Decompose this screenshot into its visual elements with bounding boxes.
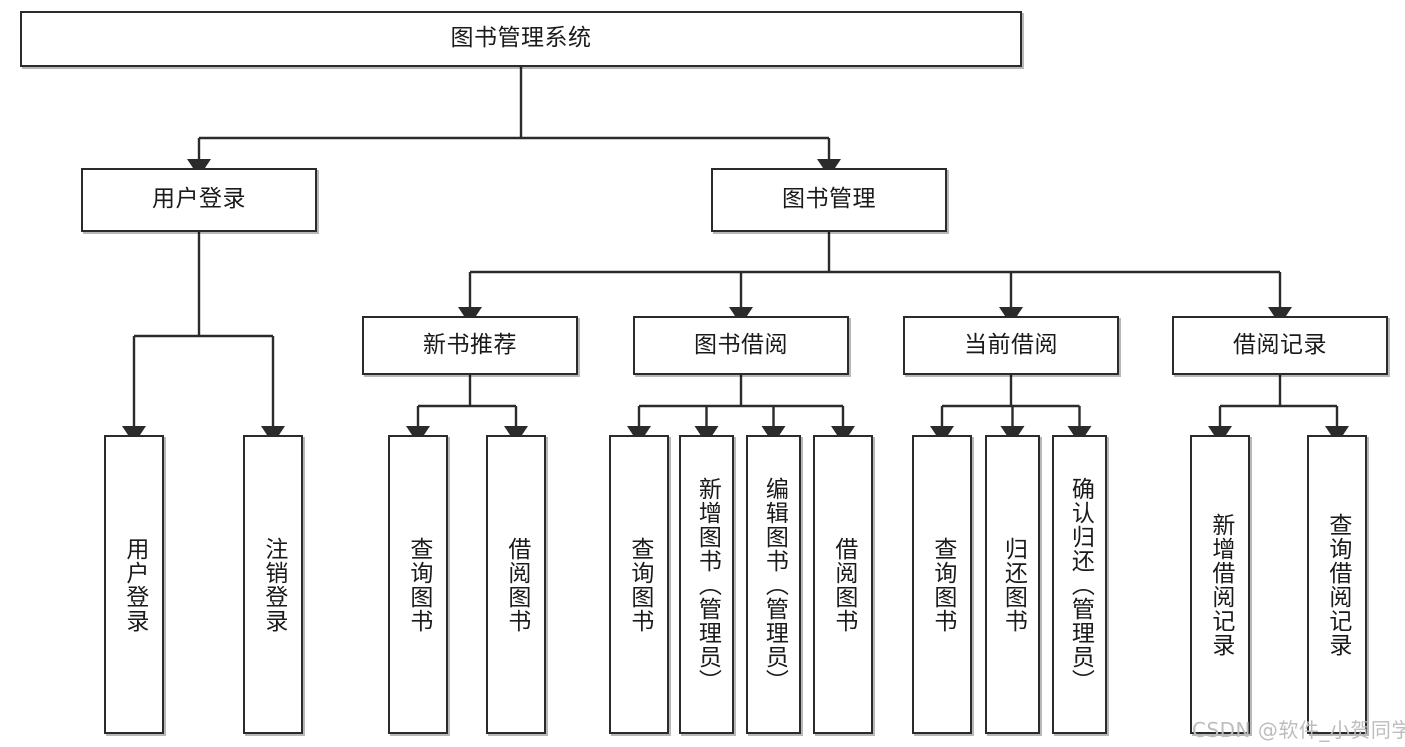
node-leaf-edit-book-admin[interactable]: 编辑图书（管理员） <box>746 435 801 734</box>
csdn-watermark: CSDN @软件_小贺同学 <box>1192 718 1405 742</box>
node-label-leaf-add-borrow-record: 新增借阅记录 <box>1207 512 1234 657</box>
node-label-leaf-user-login: 用户登录 <box>121 536 148 633</box>
node-leaf-logout[interactable]: 注销登录 <box>243 435 303 734</box>
node-label-leaf-add-book-admin: 新增图书（管理员） <box>694 476 721 693</box>
node-label-borrow-records: 借阅记录 <box>1233 331 1327 358</box>
node-label-leaf-logout: 注销登录 <box>260 536 287 633</box>
node-book-borrow[interactable]: 图书借阅 <box>633 316 849 375</box>
node-label-book-borrow: 图书借阅 <box>694 331 788 358</box>
node-leaf-add-book-admin[interactable]: 新增图书（管理员） <box>679 435 734 734</box>
node-root[interactable]: 图书管理系统 <box>20 11 1022 67</box>
node-label-leaf-borrow-book: 借阅图书 <box>830 536 857 633</box>
node-label-new-book-recommend: 新书推荐 <box>423 331 517 358</box>
node-leaf-borrow-book[interactable]: 借阅图书 <box>813 435 873 734</box>
node-current-borrow[interactable]: 当前借阅 <box>903 316 1119 375</box>
node-borrow-records[interactable]: 借阅记录 <box>1172 316 1388 375</box>
node-new-book-recommend[interactable]: 新书推荐 <box>362 316 578 375</box>
node-leaf-confirm-return-admin[interactable]: 确认归还（管理员） <box>1052 435 1107 734</box>
node-leaf-query-borrow-record[interactable]: 查询借阅记录 <box>1307 435 1367 734</box>
node-user-login[interactable]: 用户登录 <box>81 168 317 232</box>
node-label-leaf-confirm-return-admin: 确认归还（管理员） <box>1067 476 1094 693</box>
node-label-book-management: 图书管理 <box>782 186 876 213</box>
node-label-leaf-query-book-borrow: 查询图书 <box>626 536 653 633</box>
node-leaf-borrow-book-new[interactable]: 借阅图书 <box>486 435 546 734</box>
node-label-leaf-borrow-book-new: 借阅图书 <box>503 536 530 633</box>
node-label-leaf-query-book-new: 查询图书 <box>405 536 432 633</box>
node-leaf-query-book-borrow[interactable]: 查询图书 <box>609 435 669 734</box>
node-label-leaf-query-book-current: 查询图书 <box>929 536 956 633</box>
node-leaf-query-book-new[interactable]: 查询图书 <box>388 435 448 734</box>
node-leaf-user-login[interactable]: 用户登录 <box>104 435 164 734</box>
node-label-current-borrow: 当前借阅 <box>964 331 1058 358</box>
node-label-leaf-return-book: 归还图书 <box>1000 536 1027 633</box>
node-book-management[interactable]: 图书管理 <box>711 168 947 232</box>
node-leaf-add-borrow-record[interactable]: 新增借阅记录 <box>1190 435 1250 734</box>
node-label-leaf-edit-book-admin: 编辑图书（管理员） <box>761 476 788 693</box>
node-leaf-query-book-current[interactable]: 查询图书 <box>912 435 972 734</box>
node-leaf-return-book[interactable]: 归还图书 <box>985 435 1040 734</box>
node-label-user-login: 用户登录 <box>152 186 246 213</box>
node-label-leaf-query-borrow-record: 查询借阅记录 <box>1324 512 1351 657</box>
node-label-root: 图书管理系统 <box>450 25 592 52</box>
